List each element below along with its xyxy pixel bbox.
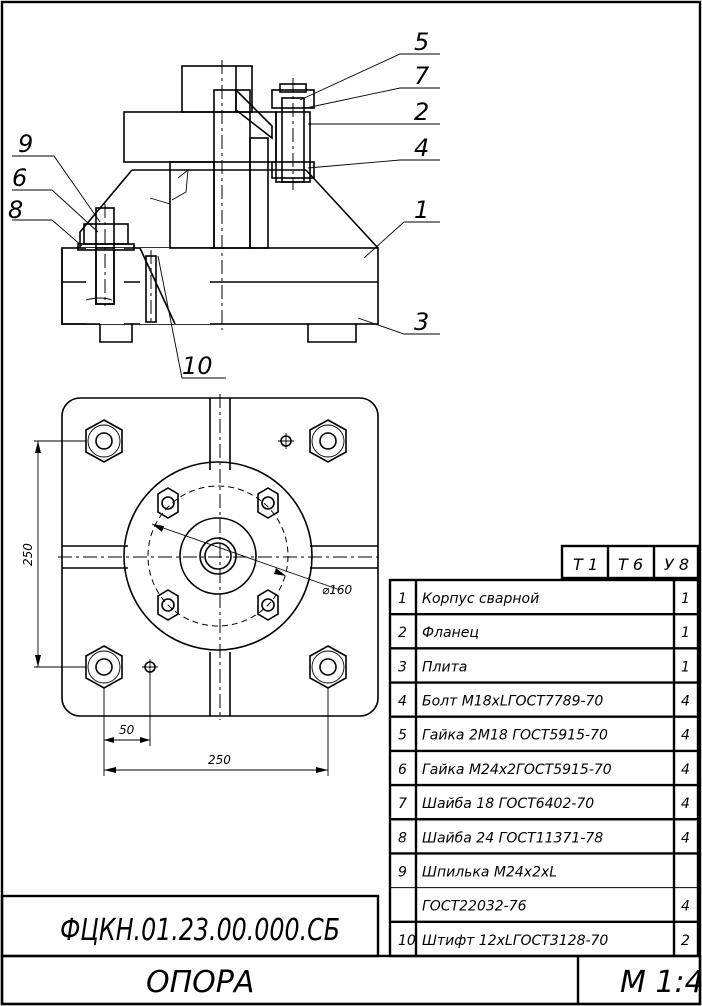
bom-pos: 4: [398, 694, 407, 710]
bom-pos: 7: [398, 796, 407, 812]
bom-row: 5 Гайка 2М18 ГОСТ5915-70 4: [398, 728, 690, 744]
nut-6: [83, 223, 129, 245]
tech-req-3: У 8: [664, 555, 689, 574]
bom-name: Шайба 18 ГОСТ6402-70: [422, 796, 594, 812]
bom-qty: 1: [681, 625, 690, 641]
bom-qty: 1: [681, 659, 690, 675]
bom-row: 4 Болт М18xLГОСТ7789-70 4: [398, 694, 690, 710]
bom-qty: 4: [681, 728, 690, 744]
bom-pos: 5: [398, 728, 407, 744]
callout-2: 2: [414, 98, 429, 126]
plan-view: [58, 394, 382, 720]
bom-pos: 3: [398, 659, 407, 675]
callout-7: 7: [414, 62, 430, 90]
flange-nut-br: [257, 589, 279, 621]
plate-feet: [99, 324, 357, 343]
callout-4: 4: [414, 134, 429, 162]
dim-diameter: ⌀160: [322, 583, 352, 597]
bom-pos: 2: [398, 625, 407, 641]
flange-nut-tr: [257, 487, 279, 519]
corner-nut-bl: [85, 645, 123, 689]
bom-name: Шпилька М24x2xL: [422, 864, 557, 880]
bom-row: ГОСТ22032-76 4: [422, 899, 690, 915]
bom-pos: 10: [398, 933, 416, 949]
inner-tube: [213, 89, 251, 249]
callout-1: 1: [414, 196, 429, 224]
callout-5: 5: [414, 28, 429, 56]
bom-name: Болт М18xLГОСТ7789-70: [422, 694, 603, 710]
bom-row: 7 Шайба 18 ГОСТ6402-70 4: [398, 796, 690, 812]
bom-row: 6 Гайка М24x2ГОСТ5915-70 4: [398, 762, 690, 778]
bom-name: Корпус сварной: [422, 591, 539, 607]
flange-head: [123, 111, 277, 163]
title-block: ФЦКН.01.23.00.000.СБ ОПОРА М 1:4: [0, 894, 702, 1006]
bom-qty: 4: [681, 762, 690, 778]
callout-numbers: 5 7 2 4 9 6 8 1 3 10: [8, 28, 430, 380]
flange-wall: [249, 137, 269, 249]
tech-req-boxes: Т 1 Т 6 У 8: [560, 544, 700, 580]
flange-nut-tl: [157, 487, 179, 519]
bom-qty: 4: [681, 694, 690, 710]
body-right-wall: [305, 169, 379, 249]
top-cap: [181, 65, 253, 113]
bom-row: 3 Плита 1: [398, 659, 690, 675]
bom-row: 2 Фланец 1: [398, 625, 690, 641]
bom-name: Шайба 24 ГОСТ11371-78: [422, 830, 603, 846]
callout-9: 9: [18, 130, 33, 158]
bom-name: ГОСТ22032-76: [422, 899, 527, 915]
leader-lines: [12, 53, 440, 379]
dimension-lines: [34, 440, 329, 776]
assembly-name: ОПОРА: [146, 965, 254, 1000]
callout-6: 6: [12, 164, 27, 192]
dim-width: 250: [208, 753, 231, 767]
tech-req-2: Т 6: [618, 555, 643, 574]
corner-nut-tr: [309, 419, 347, 463]
callout-8: 8: [8, 196, 23, 224]
bom-name: Штифт 12xLГОСТ3128-70: [422, 933, 608, 949]
bom-qty: 1: [681, 591, 690, 607]
corner-nut-tl: [85, 419, 123, 463]
dimension-texts: 250 250 50 ⌀160: [21, 543, 352, 767]
section-view: [61, 60, 379, 343]
scale: М 1:4: [620, 965, 702, 1000]
bom-name: Гайка 2М18 ГОСТ5915-70: [422, 728, 608, 744]
body-left-wall: [79, 169, 133, 248]
bom-row: 10 Штифт 12xLГОСТ3128-70 2: [398, 933, 690, 949]
bom-qty: 4: [681, 830, 690, 846]
bom-row: 9 Шпилька М24x2xL: [398, 864, 557, 880]
dim-height: 250: [21, 543, 35, 566]
bom-row: 8 Шайба 24 ГОСТ11371-78 4: [398, 830, 690, 846]
corner-nut-br: [309, 645, 347, 689]
bom-pos: 8: [398, 830, 407, 846]
bom-name: Плита: [422, 659, 467, 675]
flange-nut-bl: [157, 589, 179, 621]
bom-pos: 6: [398, 762, 407, 778]
bom-qty: 4: [681, 796, 690, 812]
bom-name: Фланец: [422, 625, 479, 641]
tech-req-1: Т 1: [573, 555, 598, 574]
dim-offset: 50: [119, 723, 135, 737]
bom-qty: 4: [681, 899, 690, 915]
bom-qty: 2: [681, 933, 690, 949]
flange-circle: [123, 461, 313, 651]
bom-row: 1 Корпус сварной 1: [398, 591, 690, 607]
bom-pos: 1: [398, 591, 407, 607]
washer-8: [77, 243, 135, 251]
callout-3: 3: [414, 308, 429, 336]
bom-table: 1 Корпус сварной 1 2 Фланец 1 3 Плита 1 4 Болт М18…: [388, 578, 700, 958]
bom-pos: 9: [398, 864, 407, 880]
designation: ФЦКН.01.23.00.000.СБ: [60, 913, 340, 948]
bom-name: Гайка М24x2ГОСТ5915-70: [422, 762, 612, 778]
callout-10: 10: [182, 352, 213, 380]
